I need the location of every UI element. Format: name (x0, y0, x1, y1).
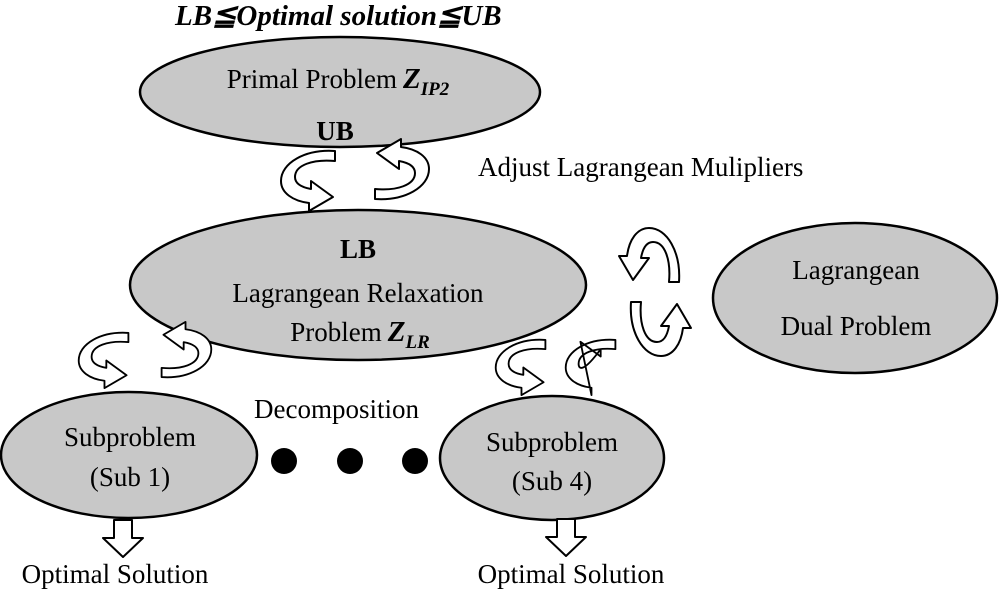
decomposition-label: Decomposition (254, 394, 419, 424)
subproblem-1-line2: (Sub 1) (90, 462, 170, 492)
relaxation-line1: Lagrangean Relaxation (232, 278, 484, 308)
down-arrow-sub4-icon (545, 518, 587, 557)
relaxation-dual-cycle-arrows (618, 227, 692, 357)
subproblem-4-ellipse (438, 394, 666, 522)
subproblem-1-line1: Subproblem (64, 422, 196, 452)
ellipsis-dots-icon (271, 448, 428, 474)
curved-arrow-sub4-left-icon (494, 338, 547, 397)
lower-bound-label: LB (340, 234, 376, 264)
primal-relaxation-cycle-arrows (280, 138, 430, 212)
dual-problem-ellipse (711, 221, 999, 375)
dot-3 (402, 448, 428, 474)
subproblem-4-line2: (Sub 4) (512, 466, 592, 496)
dual-line1: Lagrangean (792, 255, 920, 285)
down-arrow-sub1-icon (102, 519, 144, 558)
adjust-multipliers-label: Adjust Lagrangean Mulipliers (478, 152, 803, 182)
relaxation-sub1-cycle-arrows (77, 320, 213, 390)
curved-arrow-bottom-icon (629, 301, 692, 357)
curved-arrow-right-icon (374, 138, 430, 201)
relaxation-sub4-cycle-arrows (494, 338, 617, 397)
subproblem-1-node: Subproblem (Sub 1) (0, 390, 259, 520)
bound-statement: LB≦Optimal solution≦UB (174, 0, 502, 32)
upper-bound-label: UB (316, 116, 354, 146)
dot-2 (337, 448, 363, 474)
curved-arrow-sub1-right-icon (160, 320, 213, 379)
curved-arrow-top-icon (618, 227, 681, 283)
curved-arrow-left-icon (280, 149, 336, 212)
dot-1 (271, 448, 297, 474)
sub1-output-label: Optimal Solution (22, 559, 209, 589)
dual-problem-node: Lagrangean Dual Problem (711, 221, 999, 375)
subproblem-4-node: Subproblem (Sub 4) (438, 394, 666, 522)
dual-line2: Dual Problem (781, 311, 932, 341)
curved-arrow-sub1-left-icon (77, 331, 130, 390)
sub4-output-label: Optimal Solution (478, 559, 665, 589)
subproblem-4-line1: Subproblem (486, 427, 618, 457)
subproblem-1-ellipse (0, 390, 259, 520)
curved-arrow-sub4-right-icon (564, 338, 617, 397)
primal-problem-ellipse (138, 35, 542, 149)
relaxation-problem-ellipse (128, 208, 588, 362)
